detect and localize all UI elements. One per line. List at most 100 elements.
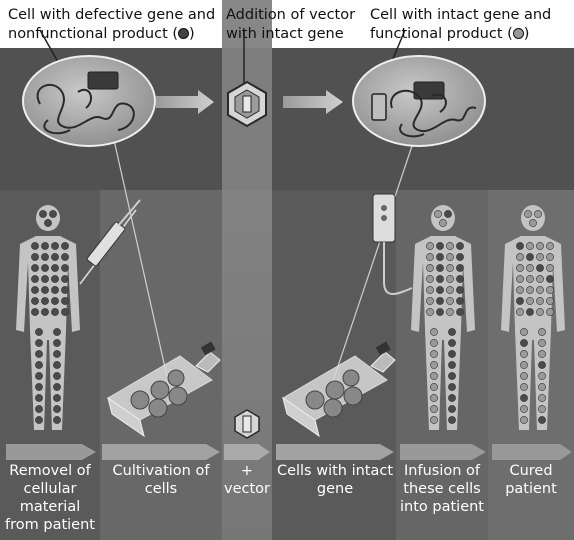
cell-dot [534, 210, 541, 217]
cell-dot [426, 286, 433, 293]
cell-dot [31, 242, 38, 249]
cell-dot [53, 383, 60, 390]
cell-dot [536, 275, 543, 282]
cell-dot [448, 394, 455, 401]
cell-dot [39, 210, 46, 217]
cell-dot [516, 297, 523, 304]
cell-dot [426, 253, 433, 260]
cell-dot [41, 297, 48, 304]
cell-dot [516, 308, 523, 315]
cell-dot [536, 297, 543, 304]
cell-dot [61, 297, 68, 304]
cell-dot [456, 264, 463, 271]
cell-dot [430, 361, 437, 368]
vector-hexagon-small [235, 410, 259, 438]
cell-dot [51, 286, 58, 293]
cell-dot [51, 253, 58, 260]
cell-dot [448, 405, 455, 412]
cell-dot [426, 308, 433, 315]
cell-dot [41, 242, 48, 249]
cell-dot [53, 416, 60, 423]
cell-dot [61, 242, 68, 249]
top-label-line: Cell with defective gene and [8, 6, 215, 25]
cell-dot [35, 416, 42, 423]
cell-dot [430, 416, 437, 423]
cell-dot [448, 328, 455, 335]
cell-dot [536, 242, 543, 249]
cell-dot [526, 264, 533, 271]
cell-dot [538, 361, 545, 368]
cell-dot [436, 286, 443, 293]
cell-dot [446, 286, 453, 293]
cell-dot [526, 242, 533, 249]
cell-dot [526, 286, 533, 293]
cell-dot [538, 350, 545, 357]
cell-dot [61, 275, 68, 282]
cell-dot [61, 308, 68, 315]
cell-dot [536, 286, 543, 293]
cell-dot [446, 297, 453, 304]
cell-dot [53, 339, 60, 346]
cell-dot [61, 264, 68, 271]
cell-dot [53, 361, 60, 368]
top-label-line: nonfunctional product () [8, 25, 215, 44]
top-label-line: Addition of vector [226, 6, 355, 25]
cell-dot [41, 308, 48, 315]
cell-dot [448, 361, 455, 368]
step-label-cultivation: Cultivation of cells [100, 462, 222, 498]
defective-cell [23, 56, 155, 146]
defective-dot-legend [178, 28, 189, 39]
cell-dot [51, 297, 58, 304]
cell-dot [49, 210, 56, 217]
cell-dot [536, 308, 543, 315]
top-label-defective: Cell with defective gene and nonfunction… [8, 6, 215, 44]
cell-dot [31, 286, 38, 293]
cell-dot [520, 394, 527, 401]
intact-cell [353, 56, 485, 146]
cell-dot [44, 219, 51, 226]
cell-dot [520, 339, 527, 346]
cell-dot [444, 210, 451, 217]
cell-dot [51, 308, 58, 315]
cell-dot [529, 219, 536, 226]
cell-dot [35, 361, 42, 368]
cell-dot [516, 275, 523, 282]
cell-dot [430, 394, 437, 401]
cell-dot [430, 328, 437, 335]
cell-dot [446, 242, 453, 249]
cell-dot [520, 405, 527, 412]
step-label-removal: Removel of cellular material from patien… [2, 462, 98, 534]
cell-dot [448, 383, 455, 390]
cell-dot [53, 394, 60, 401]
cell-dot [546, 253, 553, 260]
cell-dot [35, 372, 42, 379]
cell-dot [35, 405, 42, 412]
top-label-vector: Addition of vector with intact gene [226, 6, 355, 44]
cell-dot [538, 394, 545, 401]
cell-dot [426, 264, 433, 271]
cell-dot [426, 275, 433, 282]
cell-dot [51, 264, 58, 271]
cell-dot [524, 210, 531, 217]
cell-dot [53, 372, 60, 379]
cell-dot [426, 297, 433, 304]
cell-dot [536, 264, 543, 271]
cell-dot [61, 253, 68, 260]
cell-dot [538, 328, 545, 335]
cell-dot [526, 308, 533, 315]
step-label-vector: + vector [222, 462, 272, 498]
cell-dot [526, 275, 533, 282]
cell-dot [51, 275, 58, 282]
cell-dot [430, 383, 437, 390]
cell-dot [546, 286, 553, 293]
step-label-cured: Cured patient [488, 462, 574, 498]
cell-dot [446, 253, 453, 260]
top-label-line: with intact gene [226, 25, 355, 44]
cell-dot [516, 242, 523, 249]
cell-dot [436, 264, 443, 271]
cell-dot [516, 286, 523, 293]
cell-dot [436, 308, 443, 315]
cell-dot [446, 264, 453, 271]
functional-dot-legend [513, 28, 524, 39]
